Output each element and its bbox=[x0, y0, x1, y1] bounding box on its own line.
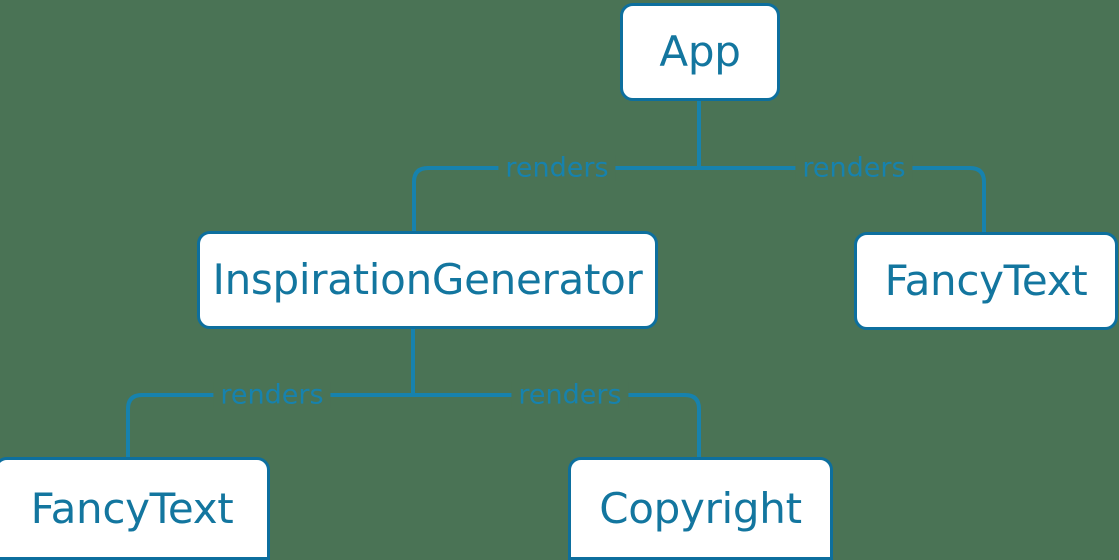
node-fancytext-right[interactable]: FancyText bbox=[854, 232, 1118, 330]
node-copyright-label: Copyright bbox=[599, 483, 802, 533]
node-fancytext-bottom[interactable]: FancyText bbox=[0, 457, 270, 560]
edge-ig-fancytext bbox=[126, 393, 413, 457]
edge-label-inspiration-generator-copyright: renders bbox=[511, 381, 629, 409]
node-inspiration-generator-label: InspirationGenerator bbox=[212, 255, 643, 304]
node-app[interactable]: App bbox=[620, 3, 780, 101]
edge-label-app-inspiration: renders bbox=[498, 154, 616, 182]
node-fancytext-bottom-label: FancyText bbox=[30, 483, 234, 533]
edge-label-inspiration-generator-fancytext: renders bbox=[213, 381, 331, 409]
node-fancytext-right-label: FancyText bbox=[884, 256, 1088, 305]
node-copyright[interactable]: Copyright bbox=[568, 457, 833, 560]
edge-app-fancytext bbox=[699, 166, 986, 232]
node-inspiration-generator[interactable]: InspirationGenerator bbox=[197, 231, 658, 329]
edge-label-app-fancytext: renders bbox=[795, 154, 913, 182]
node-app-label: App bbox=[659, 27, 741, 76]
edge-ig-copyright bbox=[413, 393, 701, 457]
edge-app-inspiration bbox=[412, 166, 699, 231]
